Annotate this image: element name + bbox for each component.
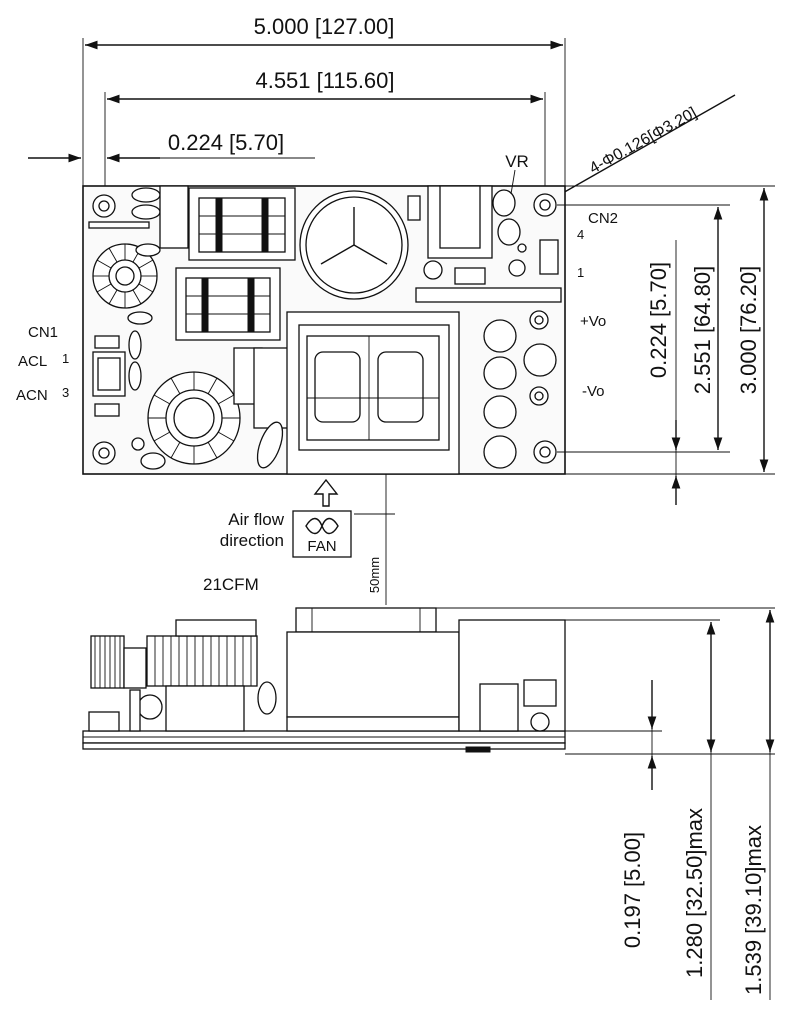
height-body-label: 1.280 [32.50]max bbox=[682, 808, 707, 978]
right-dimensions-top: 0.224 [5.70] 2.551 [64.80] 3.000 [76.20] bbox=[557, 185, 775, 505]
fan-box bbox=[292, 510, 352, 558]
side-coil-left bbox=[90, 635, 125, 689]
airflow-line1-label: Air flow bbox=[228, 510, 284, 529]
hole-pitch-y-label: 2.551 [64.80] bbox=[690, 266, 715, 394]
side-coil-right bbox=[146, 635, 258, 687]
acl-label: ACL bbox=[18, 353, 47, 370]
plus-vo-label: +Vo bbox=[580, 313, 606, 330]
hole-offset-x-label: 0.224 [5.70] bbox=[168, 130, 284, 155]
arrow-up-icon bbox=[313, 478, 339, 507]
pcb-side-view bbox=[82, 607, 566, 753]
overall-height-label: 3.000 [76.20] bbox=[736, 266, 761, 394]
cn2-pin4-label: 4 bbox=[577, 227, 584, 242]
hole-offset-y-label: 0.224 [5.70] bbox=[646, 262, 671, 378]
vr-label: VR bbox=[505, 152, 529, 171]
cn2-pin1-label: 1 bbox=[577, 265, 584, 280]
toroid-inductor-2 bbox=[147, 371, 241, 465]
mounting-hole-icon bbox=[92, 193, 557, 465]
cn1-connector bbox=[92, 330, 142, 417]
cn2-label: CN2 bbox=[588, 210, 618, 227]
transformer-2 bbox=[175, 267, 281, 341]
toroid-inductor-1 bbox=[92, 243, 158, 309]
fan-icon bbox=[305, 517, 339, 535]
height-total-label: 1.539 [39.10]max bbox=[741, 825, 766, 995]
airflow-indicator: FAN Air flow direction 21CFM 50mm bbox=[203, 474, 395, 605]
hole-callout-label: 4-Φ0.126[Φ3.20] bbox=[587, 105, 700, 178]
acl-pin-label: 1 bbox=[62, 351, 69, 366]
top-dimensions: 5.000 [127.00] 4.551 [115.60] 0.224 [5.7… bbox=[28, 14, 566, 186]
transformer-1 bbox=[188, 187, 296, 261]
center-heatsink bbox=[286, 311, 460, 475]
side-dimensions: 0.197 [5.00] 1.280 [32.50]max 1.539 [39.… bbox=[405, 607, 775, 1000]
hole-pitch-x-label: 4.551 [115.60] bbox=[255, 68, 394, 93]
minus-vo-label: -Vo bbox=[582, 383, 605, 400]
cn2-area bbox=[415, 169, 562, 303]
cn1-label: CN1 bbox=[28, 324, 58, 341]
fan-label: FAN bbox=[307, 538, 336, 555]
output-capacitors bbox=[483, 310, 557, 469]
standoff-label: 0.197 [5.00] bbox=[620, 832, 645, 948]
bulk-capacitor bbox=[299, 190, 409, 300]
cfm-label: 21CFM bbox=[203, 575, 259, 594]
acn-pin-label: 3 bbox=[62, 385, 69, 400]
side-heatsink bbox=[286, 607, 460, 732]
fan-distance-label: 50mm bbox=[367, 557, 382, 593]
acn-label: ACN bbox=[16, 387, 48, 404]
pcb-top-view: VR CN2 4 1 +Vo -Vo CN1 ACL 1 ACN 3 bbox=[16, 152, 618, 475]
overall-width-label: 5.000 [127.00] bbox=[254, 14, 395, 39]
airflow-line2-label: direction bbox=[220, 531, 284, 550]
